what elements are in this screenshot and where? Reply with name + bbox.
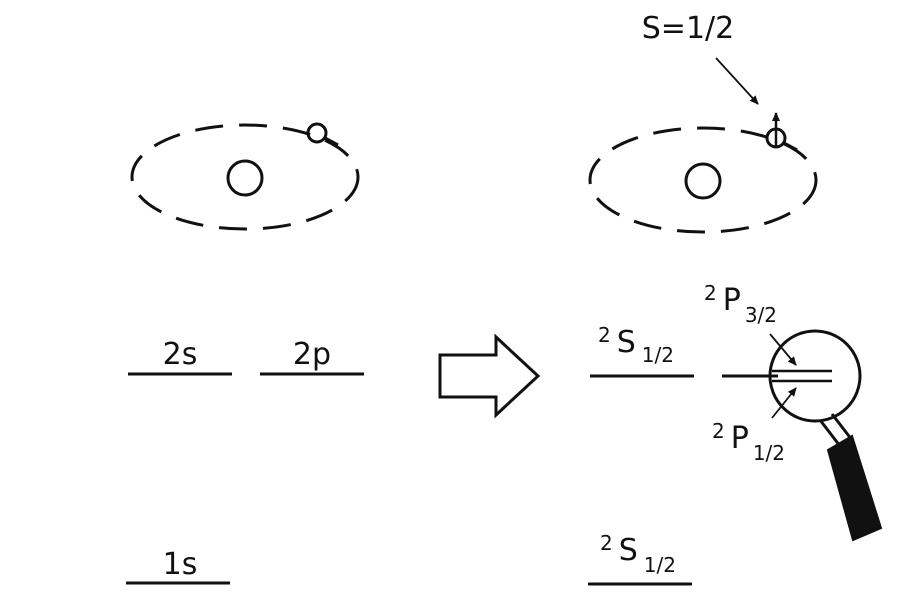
magnifier-lens — [768, 329, 862, 423]
left-atom — [130, 122, 360, 231]
transition-arrow — [438, 333, 541, 419]
left-nucleus — [226, 159, 264, 197]
magnifier-neck — [818, 419, 842, 447]
level-2s-label: 2s — [163, 337, 198, 372]
magnifier — [768, 329, 883, 542]
p32-pointer — [769, 333, 797, 366]
magnifier-neck-2 — [830, 413, 854, 441]
left-electron-trail — [324, 136, 339, 147]
spin-label: S=1/2 — [642, 11, 734, 46]
right-nucleus — [684, 162, 722, 200]
left-levels: 2s 2p 1s — [126, 337, 364, 585]
magnifier-handle — [826, 434, 883, 542]
right-orbit — [588, 126, 818, 234]
p12-pointer — [771, 387, 797, 419]
left-electron — [306, 122, 328, 144]
right-electron-trail — [783, 141, 798, 152]
left-orbit — [130, 123, 360, 231]
spin-pointer — [715, 57, 759, 105]
level-1s-label: 1s — [163, 547, 198, 582]
level-2p-label: 2p — [293, 337, 331, 372]
right-atom: S=1/2 — [588, 11, 818, 234]
